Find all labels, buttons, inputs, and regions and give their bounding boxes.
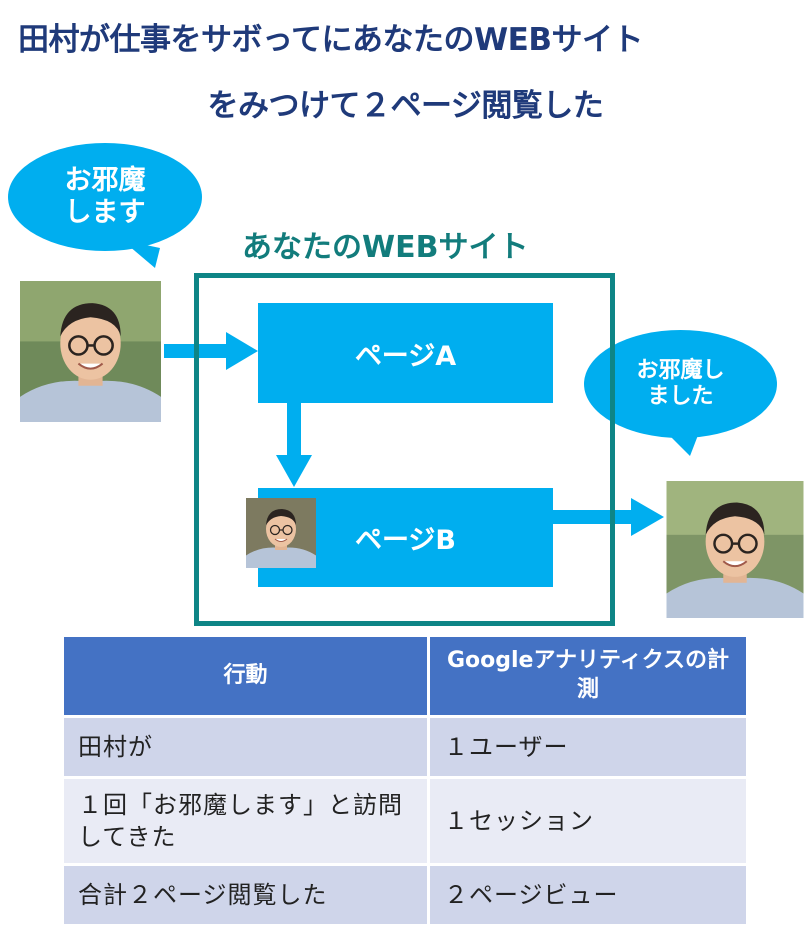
website-frame <box>194 273 615 626</box>
title-line-2: をみつけて２ページ閲覧した <box>207 88 604 124</box>
visitor-photo-page-b <box>246 498 316 568</box>
table-row: 田村が １ユーザー <box>64 718 746 776</box>
speech-bubble-exit: お邪魔し ました <box>584 330 777 438</box>
table-cell-metric: ２ページビュー <box>430 866 746 924</box>
speech-bubble-exit-line2: ました <box>647 384 714 409</box>
speech-bubble-enter: お邪魔 します <box>8 143 202 251</box>
visitor-photo-exit <box>665 481 805 618</box>
table-cell-metric: １セッション <box>430 779 746 863</box>
table-header-action: 行動 <box>64 637 427 715</box>
table-cell-action: 合計２ページ閲覧した <box>64 866 427 924</box>
title-line-1: 田村が仕事をサボってにあなたのWEBサイト <box>18 22 643 58</box>
table-row: １回「お邪魔します」と訪問してきた １セッション <box>64 779 746 863</box>
page-a-box: ページA <box>258 303 553 403</box>
website-label: あなたのWEBサイト <box>242 230 529 265</box>
page-b-label: ページB <box>354 525 457 556</box>
table-header-row: 行動 Googleアナリティクスの計測 <box>64 637 746 715</box>
speech-bubble-enter-line2: します <box>64 197 146 228</box>
table-cell-action: １回「お邪魔します」と訪問してきた <box>64 779 427 863</box>
table-cell-action: 田村が <box>64 718 427 776</box>
speech-bubble-enter-line1: お邪魔 <box>64 164 146 196</box>
table-row: 合計２ページ閲覧した ２ページビュー <box>64 866 746 924</box>
visitor-photo-enter <box>20 281 161 422</box>
speech-bubble-exit-line1: お邪魔し <box>636 357 725 383</box>
table-cell-metric: １ユーザー <box>430 718 746 776</box>
analytics-mapping-table: 行動 Googleアナリティクスの計測 田村が １ユーザー １回「お邪魔します」… <box>61 634 749 927</box>
page-a-label: ページA <box>354 340 457 372</box>
table-header-analytics: Googleアナリティクスの計測 <box>430 637 746 715</box>
